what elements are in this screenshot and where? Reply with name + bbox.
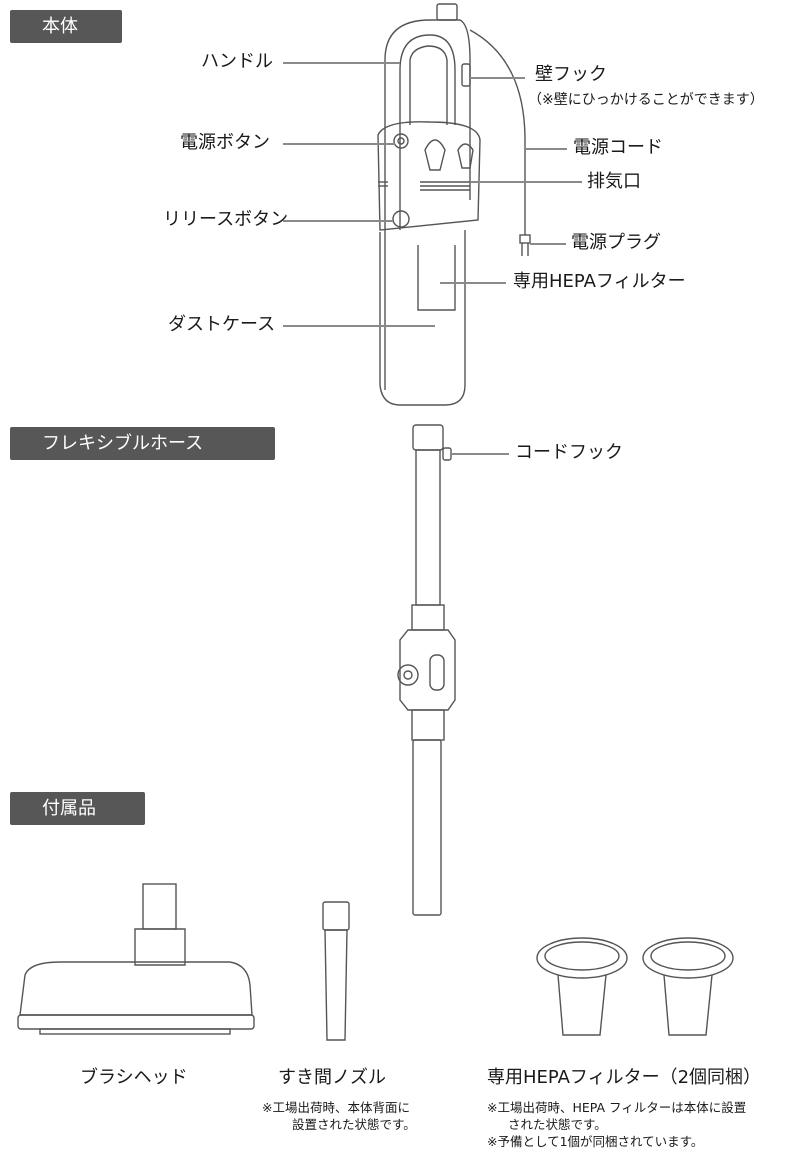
- label-power-cord: 電源コード: [573, 137, 663, 158]
- leader-line-dust-case: [283, 325, 435, 327]
- label-handle: ハンドル: [201, 51, 273, 72]
- hepa-filters-note-1: ※工場出荷時、HEPA フィルターは本体に設置: [487, 1100, 747, 1115]
- flexible-hose-drawing: [397, 424, 456, 916]
- hepa-filter-drawing-2: [642, 937, 734, 1036]
- crevice-nozzle-note-2: 設置された状態です。: [292, 1117, 416, 1132]
- label-release-button: リリースボタン: [163, 209, 289, 230]
- label-power-plug: 電源プラグ: [571, 232, 661, 253]
- leader-line-exhaust: [470, 181, 582, 183]
- leader-line-wall-hook: [470, 77, 525, 79]
- label-hepa-filters: 専用HEPAフィルター（2個同梱）: [487, 1067, 762, 1088]
- leader-line-power-plug: [530, 243, 566, 245]
- leader-line-handle: [283, 62, 400, 64]
- label-power-button: 電源ボタン: [180, 132, 270, 153]
- vacuum-body-drawing: [377, 3, 531, 406]
- label-hepa-filter: 専用HEPAフィルター: [513, 271, 686, 292]
- section-header-accessories: 付属品: [10, 792, 145, 825]
- leader-line-power-button: [283, 143, 395, 145]
- brush-head-drawing: [17, 883, 255, 1035]
- leader-line-cord-hook: [451, 453, 509, 455]
- label-wall-hook: 壁フック: [535, 64, 607, 85]
- label-dust-case: ダストケース: [168, 314, 276, 335]
- crevice-nozzle-drawing: [322, 901, 350, 1041]
- leader-line-release-button: [283, 220, 393, 222]
- leader-line-hepa-filter: [440, 282, 506, 284]
- label-brush-head: ブラシヘッド: [80, 1067, 188, 1088]
- leader-line-power-cord: [525, 148, 567, 150]
- hepa-filter-drawing-1: [536, 937, 628, 1036]
- label-crevice-nozzle: すき間ノズル: [278, 1067, 386, 1088]
- section-header-flexible-hose: フレキシブルホース: [10, 427, 275, 460]
- label-cord-hook: コードフック: [515, 442, 623, 463]
- hepa-filters-note-3: ※予備として1個が同梱されています。: [487, 1134, 704, 1149]
- section-header-main-body: 本体: [10, 10, 122, 43]
- hepa-filters-note-2: された状態です。: [508, 1117, 607, 1132]
- label-wall-hook-note: （※壁にひっかけることができます）: [528, 92, 764, 108]
- crevice-nozzle-note-1: ※工場出荷時、本体背面に: [262, 1100, 410, 1115]
- label-exhaust: 排気口: [587, 171, 641, 192]
